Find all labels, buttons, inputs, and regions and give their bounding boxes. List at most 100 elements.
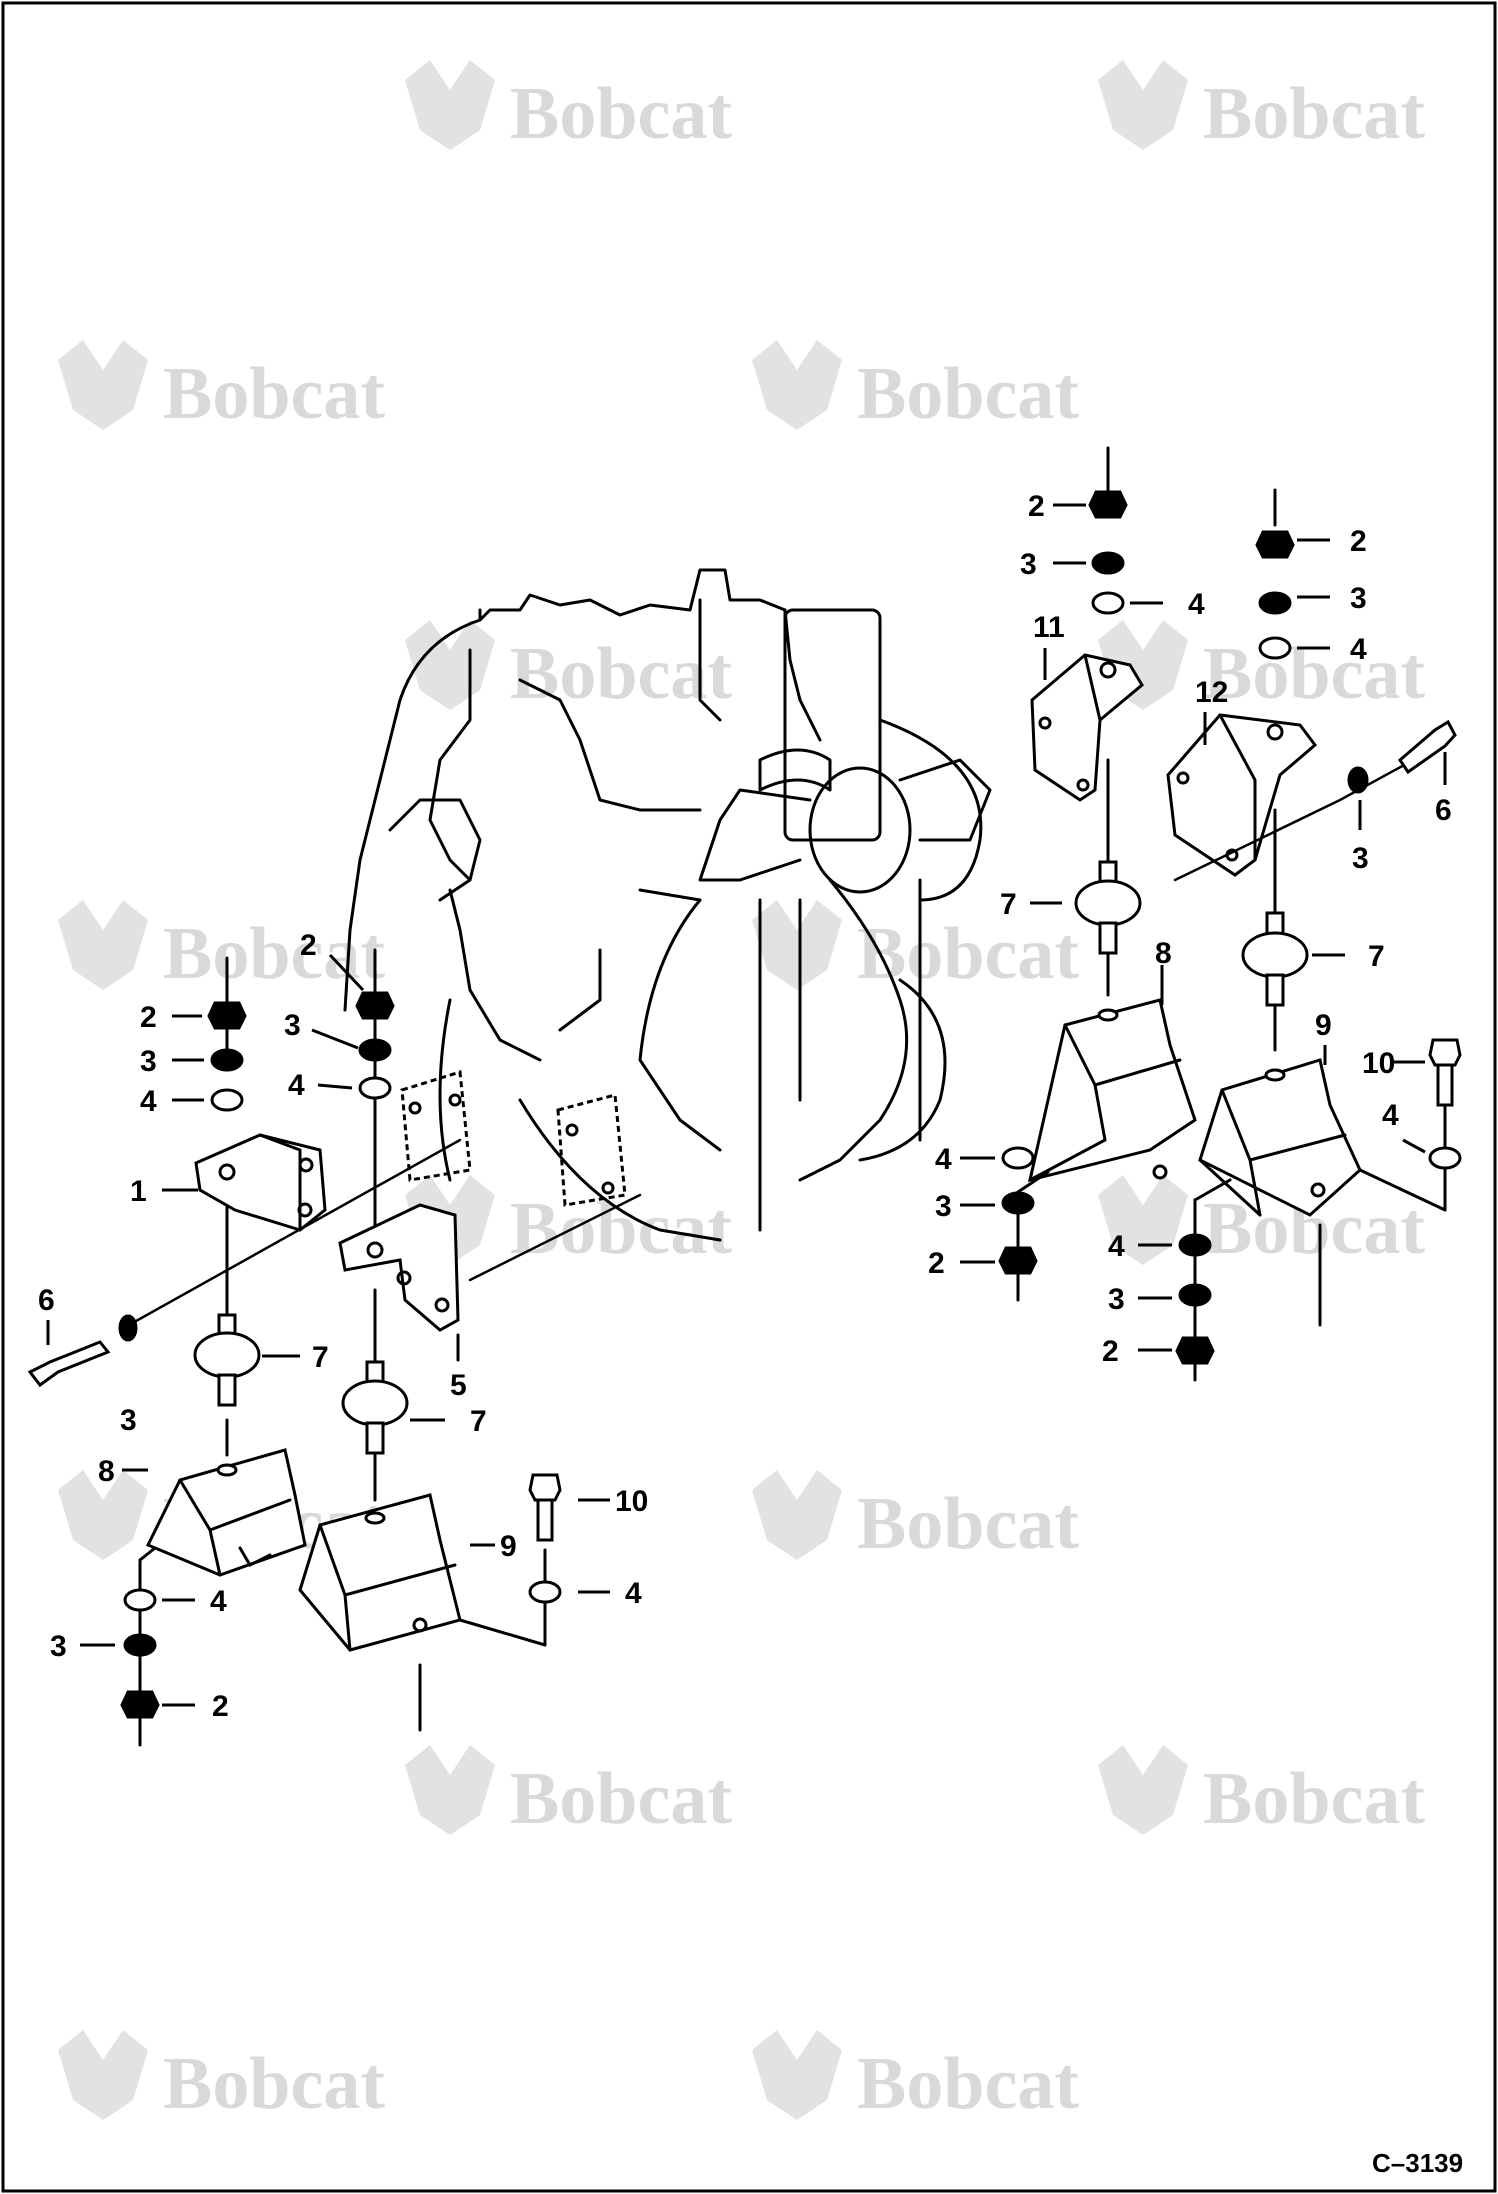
stud bbox=[217, 1373, 237, 1407]
watermark-text: Bobcat bbox=[163, 2043, 385, 2125]
lock-washer bbox=[210, 1048, 244, 1072]
stud bbox=[365, 1421, 385, 1455]
bracket-12-fold bbox=[1218, 713, 1257, 862]
callout-label: 6 bbox=[1435, 794, 1452, 827]
bracket-1-fold bbox=[258, 1133, 302, 1232]
hex-nut bbox=[120, 1690, 160, 1719]
callout-label: 3 bbox=[50, 1630, 67, 1663]
watermark: Bobcat bbox=[1098, 60, 1425, 155]
callout-label: 3 bbox=[284, 1009, 301, 1042]
lock-washer bbox=[118, 1314, 138, 1342]
flat-washer bbox=[528, 1580, 562, 1604]
callout-label: 3 bbox=[935, 1190, 952, 1223]
bolt-shank bbox=[1436, 1063, 1454, 1107]
watermark: Bobcat bbox=[752, 1470, 1079, 1565]
rubber-mount bbox=[1074, 879, 1142, 927]
bolt-hole bbox=[298, 1157, 314, 1173]
engine-belt-upper bbox=[878, 718, 983, 902]
watermark-text: Bobcat bbox=[857, 353, 1079, 435]
hex-nut bbox=[355, 991, 395, 1020]
watermark: Bobcat bbox=[752, 340, 1079, 435]
callout-label: 4 bbox=[288, 1069, 305, 1102]
callout-label: 7 bbox=[1000, 888, 1017, 921]
bobcat-logo-icon bbox=[1098, 60, 1188, 150]
bolt-hole bbox=[1097, 1008, 1119, 1022]
flat-washer bbox=[1001, 1146, 1035, 1170]
watermark-text: Bobcat bbox=[857, 1483, 1079, 1565]
engine-manifold bbox=[428, 648, 472, 882]
leader-line bbox=[328, 953, 365, 992]
flat-washer bbox=[1091, 591, 1125, 615]
callout-label: 2 bbox=[1102, 1335, 1119, 1368]
bolt bbox=[27, 1340, 111, 1388]
flat-washer bbox=[210, 1088, 244, 1112]
bolt-hole bbox=[216, 1463, 238, 1477]
flat-washer bbox=[358, 1076, 392, 1100]
callout-label: 9 bbox=[1315, 1009, 1332, 1042]
engine-pipe bbox=[758, 748, 832, 792]
bobcat-logo-icon bbox=[58, 340, 148, 430]
callout-label: 4 bbox=[935, 1143, 952, 1176]
left-mount-assembly bbox=[27, 948, 642, 1747]
stud bbox=[1098, 921, 1118, 955]
callout-label: 2 bbox=[140, 1001, 157, 1034]
hex-nut bbox=[998, 1246, 1038, 1275]
engine-fan-pulley bbox=[783, 608, 882, 842]
bobcat-logo-icon bbox=[752, 340, 842, 430]
bobcat-logo-icon bbox=[405, 60, 495, 150]
bobcat-logo-icon bbox=[752, 900, 842, 990]
bolt-hole bbox=[448, 1093, 462, 1107]
engine-block bbox=[343, 568, 992, 1242]
stud bbox=[1265, 973, 1285, 1007]
engine-cylinder-bank bbox=[388, 798, 482, 902]
fan-blade-right bbox=[898, 758, 992, 842]
flat-washer bbox=[1428, 1146, 1462, 1170]
bolt-hole bbox=[1266, 723, 1284, 741]
callout-label: 4 bbox=[1382, 1099, 1399, 1132]
bracket-11-fold bbox=[1083, 653, 1102, 722]
watermark: Bobcat bbox=[405, 1745, 732, 1840]
callout-label: 8 bbox=[98, 1455, 115, 1488]
watermark-text: Bobcat bbox=[857, 2043, 1079, 2125]
watermark: Bobcat bbox=[1098, 1745, 1425, 1840]
callout-label: 7 bbox=[1368, 940, 1385, 973]
bolt-hole bbox=[601, 1181, 615, 1195]
mount-base-edge bbox=[1093, 1058, 1182, 1087]
lock-washer bbox=[1178, 1283, 1212, 1307]
assembly-axis-line bbox=[1016, 1170, 1050, 1194]
bolt-hole bbox=[1152, 1164, 1168, 1180]
flat-washer bbox=[1258, 636, 1292, 660]
bolt-hole bbox=[364, 1511, 386, 1525]
callout-label: 2 bbox=[300, 929, 317, 962]
lock-washer bbox=[1347, 766, 1369, 794]
bolt-hole bbox=[396, 1270, 412, 1286]
watermark-text: Bobcat bbox=[1203, 73, 1425, 155]
leader-line bbox=[1402, 1138, 1426, 1154]
bolt-hole bbox=[366, 1241, 384, 1259]
watermark-text: Bobcat bbox=[510, 1188, 732, 1270]
bobcat-logo-icon bbox=[1098, 1175, 1188, 1265]
callout-label: 3 bbox=[1350, 582, 1367, 615]
callout-label: 2 bbox=[1350, 525, 1367, 558]
cover-plate-right bbox=[556, 1093, 627, 1207]
mount-base-edge bbox=[1198, 1158, 1262, 1217]
watermark-text: Bobcat bbox=[857, 913, 1079, 995]
rubber-mount bbox=[1241, 931, 1309, 979]
bolt-hole bbox=[297, 1202, 313, 1218]
watermark: Bobcat bbox=[58, 2030, 385, 2125]
bobcat-logo-icon bbox=[405, 620, 495, 710]
watermark: Bobcat bbox=[405, 60, 732, 155]
callout-label: 5 bbox=[450, 1369, 467, 1402]
rubber-mount bbox=[341, 1379, 409, 1427]
cover-plate-left bbox=[400, 1070, 472, 1182]
figure-reference-code: C–3139 bbox=[1372, 2148, 1463, 2178]
engine-top-edge bbox=[478, 568, 787, 642]
bracket-12 bbox=[1166, 713, 1318, 877]
bolt bbox=[528, 1473, 562, 1502]
callout-label: 3 bbox=[1352, 842, 1369, 875]
mount-base-edge bbox=[1028, 1138, 1107, 1182]
bolt-hole bbox=[1099, 661, 1117, 679]
leader-line bbox=[317, 1083, 353, 1090]
